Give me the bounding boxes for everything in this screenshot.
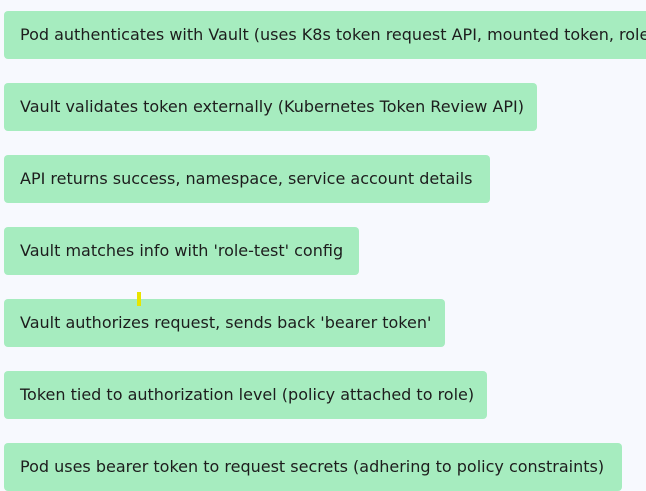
step-vault-validates-token: Vault validates token externally (Kubern… bbox=[4, 83, 537, 131]
step-token-tied-to-policy: Token tied to authorization level (polic… bbox=[4, 371, 487, 419]
text-cursor-marker bbox=[137, 292, 141, 306]
step-label: Pod authenticates with Vault (uses K8s t… bbox=[20, 25, 646, 44]
step-label: Token tied to authorization level (polic… bbox=[20, 385, 475, 404]
step-pod-authenticates: Pod authenticates with Vault (uses K8s t… bbox=[4, 11, 646, 59]
step-pod-uses-bearer-token: Pod uses bearer token to request secrets… bbox=[4, 443, 622, 491]
step-api-returns-success: API returns success, namespace, service … bbox=[4, 155, 490, 203]
step-vault-authorizes-request: Vault authorizes request, sends back 'be… bbox=[4, 299, 445, 347]
step-vault-matches-role: Vault matches info with 'role-test' conf… bbox=[4, 227, 359, 275]
step-label: Vault validates token externally (Kubern… bbox=[20, 97, 525, 116]
step-label: Pod uses bearer token to request secrets… bbox=[20, 457, 605, 476]
step-label: Vault authorizes request, sends back 'be… bbox=[20, 313, 432, 332]
step-label: API returns success, namespace, service … bbox=[20, 169, 473, 188]
step-label: Vault matches info with 'role-test' conf… bbox=[20, 241, 344, 260]
